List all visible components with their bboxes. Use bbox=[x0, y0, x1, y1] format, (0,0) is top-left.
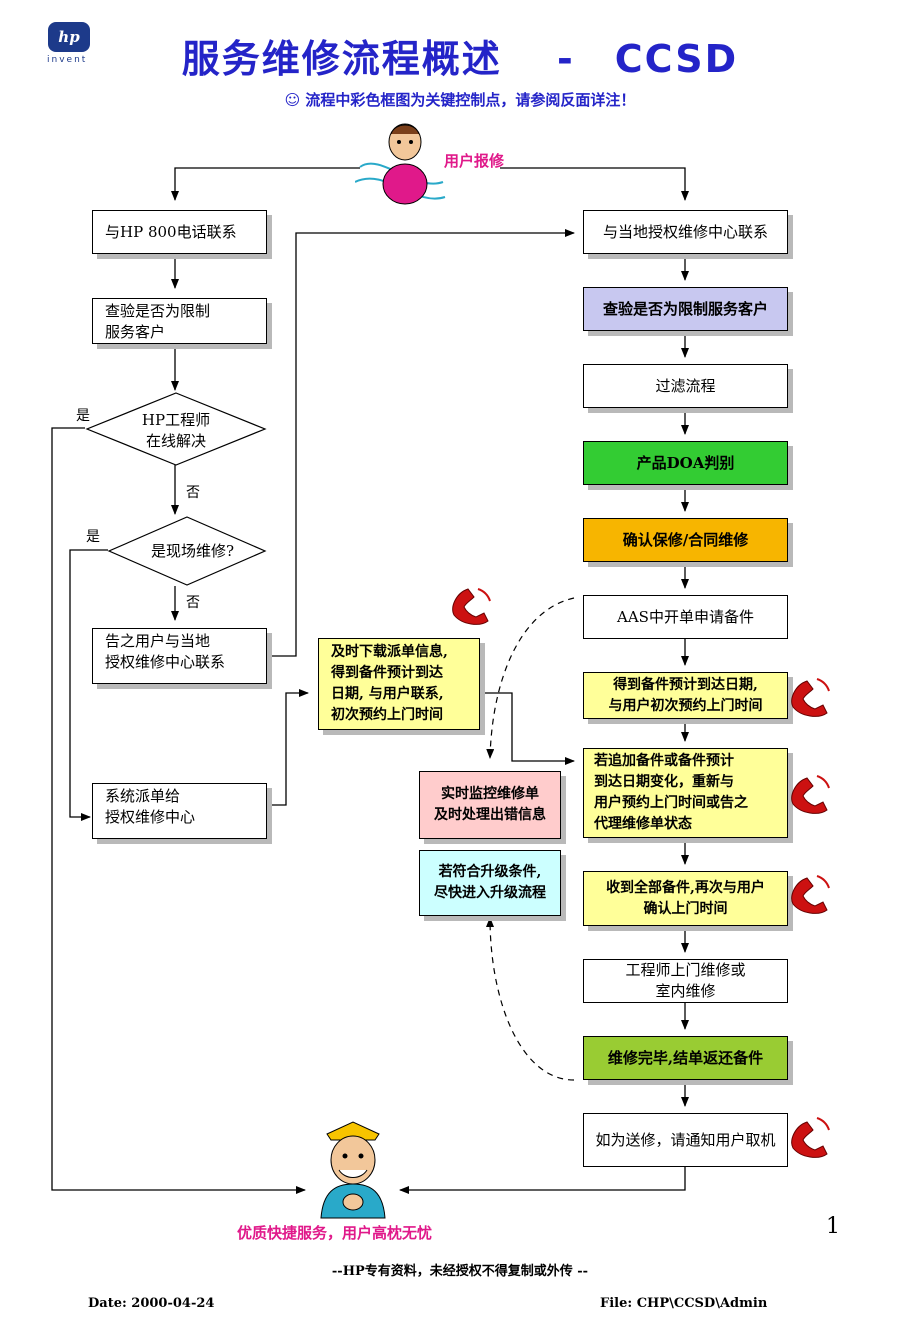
box-parts-change-line1: 若追加备件或备件预计 bbox=[594, 753, 734, 769]
box-engineer-repair: 工程师上门维修或 室内维修 bbox=[583, 959, 788, 1003]
start-label: 用户报修 bbox=[444, 152, 505, 170]
logo-text: hp bbox=[58, 28, 80, 46]
footer-file: File: CHP\CCSD\Admin bbox=[600, 1296, 768, 1311]
box-all-parts-line1: 收到全部备件,再次与用户 bbox=[606, 879, 765, 896]
box-parts-eta-line1: 得到备件预计到达日期, bbox=[613, 676, 758, 693]
box-engineer-line1: 工程师上门维修或 bbox=[625, 961, 746, 979]
box-parts-change: 若追加备件或备件预计 到达日期变化，重新与 用户预约上门时间或告之 代理维修单状… bbox=[583, 748, 788, 838]
decision-hp-online-line2: 在线解决 bbox=[145, 432, 206, 450]
phone-icon bbox=[452, 588, 491, 625]
box-check-restricted-customer: 查验是否为限制服务客户 bbox=[583, 287, 788, 331]
box-system-dispatch: 系统派单给 授权维修中心 bbox=[92, 783, 267, 839]
phone-icon bbox=[791, 1117, 830, 1158]
page-title: 服务维修流程概述 - CCSD bbox=[181, 37, 739, 81]
decision1-no-label: 否 bbox=[186, 485, 200, 501]
box-monitor-line1: 实时监控维修单 bbox=[441, 786, 539, 802]
decision2-no-label: 否 bbox=[186, 595, 200, 611]
box-all-parts-received: 收到全部备件,再次与用户 确认上门时间 bbox=[583, 871, 788, 926]
box-system-dispatch-line2: 授权维修中心 bbox=[105, 808, 196, 826]
box-upgrade-process: 若符合升级条件, 尽快进入升级流程 bbox=[419, 850, 561, 916]
decision-hp-online bbox=[85, 392, 267, 466]
box-check-restricted: 查验是否为限制 服务客户 bbox=[92, 298, 267, 344]
box-download-line1: 及时下载派单信息, bbox=[331, 644, 448, 660]
box-parts-change-line4: 代理维修单状态 bbox=[594, 816, 692, 832]
box-doa-judgment: 产品DOA判别 bbox=[583, 441, 788, 485]
decision-hp-online-text: HP工程师 在线解决 bbox=[115, 410, 237, 452]
box-parts-change-line3: 用户预约上门时间或告之 bbox=[594, 795, 748, 811]
box-repair-complete: 维修完毕,结单返还备件 bbox=[583, 1036, 788, 1080]
box-check-restricted-line1: 查验是否为限制 bbox=[105, 302, 211, 320]
box-parts-eta-line2: 与用户初次预约上门时间 bbox=[608, 697, 763, 714]
box-download-line3: 日期, 与用户联系, bbox=[331, 686, 444, 702]
box-check-restricted-line2: 服务客户 bbox=[105, 323, 166, 341]
box-contact-local-center: 与当地授权维修中心联系 bbox=[583, 210, 788, 254]
box-realtime-monitor: 实时监控维修单 及时处理出错信息 bbox=[419, 771, 561, 839]
decision-hp-online-line1: HP工程师 bbox=[141, 411, 211, 429]
person-cartoon-icon bbox=[320, 1121, 386, 1219]
box-tell-user-contact-center: 告之用户与当地 授权维修中心联系 bbox=[92, 628, 267, 684]
logo-tagline: invent bbox=[47, 55, 88, 65]
box-all-parts-line2: 确认上门时间 bbox=[643, 900, 728, 917]
footer-date: Date: 2000-04-24 bbox=[88, 1296, 215, 1311]
decision-onsite bbox=[107, 516, 267, 586]
box-confirm-warranty: 确认保修/合同维修 bbox=[583, 518, 788, 562]
box-aas-order: AAS中开单申请备件 bbox=[583, 595, 788, 639]
person-cartoon-icon bbox=[355, 123, 446, 205]
page-number: 1 bbox=[826, 1214, 840, 1239]
box-parts-change-line2: 到达日期变化，重新与 bbox=[594, 774, 734, 790]
box-download-line4: 初次预约上门时间 bbox=[331, 707, 443, 723]
page-subtitle: ☺ 流程中彩色框图为关键控制点，请参阅反面详注！ bbox=[284, 91, 636, 109]
box-tell-user-line1: 告之用户与当地 bbox=[105, 632, 211, 650]
box-notify-pickup: 如为送修，请通知用户取机 bbox=[583, 1113, 788, 1167]
box-parts-eta: 得到备件预计到达日期, 与用户初次预约上门时间 bbox=[583, 672, 788, 719]
decision2-yes-label: 是 bbox=[86, 529, 100, 545]
box-upgrade-line2: 尽快进入升级流程 bbox=[434, 885, 546, 901]
box-call-hp800: 与HP 800电话联系 bbox=[92, 210, 267, 254]
phone-icon bbox=[791, 775, 830, 814]
box-system-dispatch-line1: 系统派单给 bbox=[105, 787, 181, 805]
confidential-notice: --HP专有资料，未经授权不得复制或外传 -- bbox=[331, 1264, 589, 1279]
box-upgrade-line1: 若符合升级条件, bbox=[438, 864, 542, 880]
box-engineer-line2: 室内维修 bbox=[655, 982, 716, 1000]
phone-icon bbox=[791, 875, 830, 914]
box-download-line2: 得到备件预计到达 bbox=[331, 665, 443, 681]
decision-onsite-text: 是现场维修? bbox=[150, 541, 235, 560]
box-download-dispatch: 及时下载派单信息, 得到备件预计到达 日期, 与用户联系, 初次预约上门时间 bbox=[318, 638, 480, 730]
phone-icon bbox=[791, 678, 830, 717]
box-filter-process: 过滤流程 bbox=[583, 364, 788, 408]
hp-logo-icon: hp bbox=[48, 22, 90, 52]
end-label: 优质快捷服务，用户高枕无忧 bbox=[237, 1224, 433, 1242]
box-monitor-line2: 及时处理出错信息 bbox=[434, 807, 546, 823]
decision1-yes-label: 是 bbox=[76, 408, 90, 424]
box-tell-user-line2: 授权维修中心联系 bbox=[105, 653, 226, 671]
